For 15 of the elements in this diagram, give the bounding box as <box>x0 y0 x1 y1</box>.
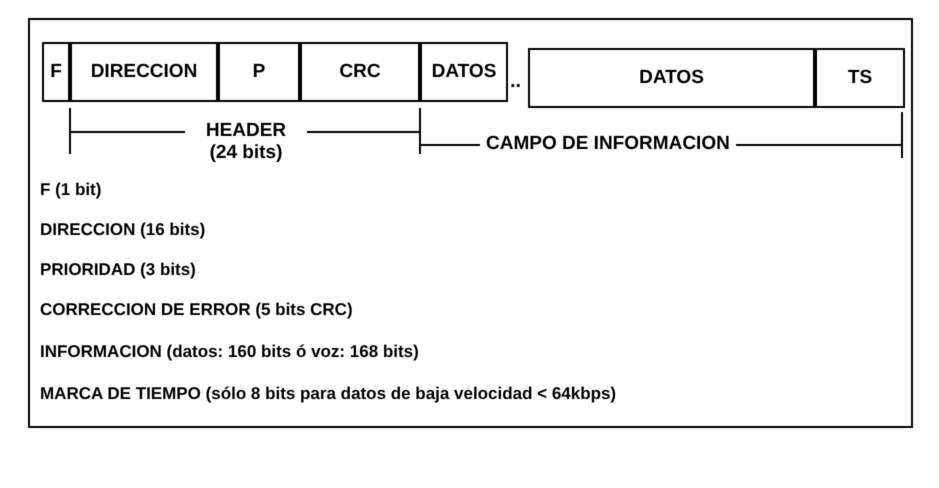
field-cell: P <box>218 42 300 102</box>
field-cell: CRC <box>300 42 420 102</box>
legend-text: MARCA DE TIEMPO (sólo 8 bits para datos de baja velocidad < 64kbps) <box>40 384 616 404</box>
field-cell: DIRECCION <box>70 42 218 102</box>
legend-text: CORRECCION DE ERROR (5 bits CRC) <box>40 300 353 320</box>
legend-text: PRIORIDAD (3 bits) <box>40 260 196 280</box>
legend-text: DIRECCION (16 bits) <box>40 220 206 240</box>
legend-text: F (1 bit) <box>40 180 102 200</box>
field-cell: DATOS <box>420 42 508 102</box>
ellipsis-label: .. <box>510 70 522 93</box>
field-cell: F <box>42 42 70 102</box>
field-cell: DATOS <box>528 48 815 108</box>
field-cell: TS <box>815 48 905 108</box>
legend-text: INFORMACION (datos: 160 bits ó voz: 168 bits) <box>40 342 419 362</box>
bracket-label: HEADER (24 bits) <box>185 120 307 164</box>
